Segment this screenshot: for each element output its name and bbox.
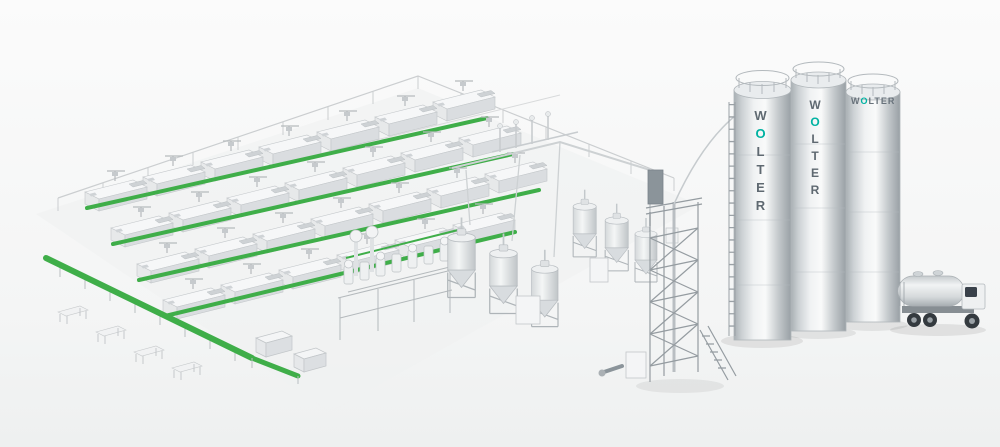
cyclone-dome (365, 225, 379, 239)
dosing-station (337, 225, 463, 340)
tower-posts (649, 202, 699, 382)
tanker-truck (890, 270, 986, 336)
conveyor-ramp (249, 355, 301, 379)
vessel-dome (344, 259, 353, 269)
silo-feed-pipe (673, 111, 741, 205)
brand-post: LTER (808, 132, 822, 200)
silo-body (845, 91, 901, 323)
conveyor-supports (59, 265, 236, 361)
granulator-front (265, 335, 293, 358)
silo-label-1: WOLTER (753, 108, 768, 216)
brand-post: LTER (753, 144, 768, 216)
cyclone-dome (349, 229, 363, 243)
filter-unit (513, 119, 519, 125)
material-vessels (343, 236, 450, 285)
row-conveyor (85, 116, 489, 210)
tower-stairs (699, 325, 737, 381)
tower-shadow (636, 379, 724, 393)
silo-seams (847, 151, 899, 273)
silo-label-3: WOLTER (851, 96, 895, 106)
granulator-front (303, 352, 327, 373)
material-vessel (359, 261, 370, 281)
silo-ladder (728, 102, 736, 336)
vessel-dome (376, 251, 385, 261)
silo-label-2: WOLTER (808, 98, 822, 200)
railing-posts (795, 69, 841, 84)
filter-unit (545, 111, 551, 117)
wheel-hub (969, 318, 975, 324)
brand-pre: W (753, 108, 768, 126)
base-cabinet (625, 351, 647, 379)
filter-platform (491, 116, 579, 153)
conveyor-belt (43, 255, 255, 361)
brand-pre: W (851, 96, 861, 106)
granulator (293, 347, 327, 373)
parts-bench (171, 361, 203, 381)
material-vessel (375, 257, 386, 277)
filter-unit (497, 123, 503, 129)
station-green-pipe (345, 229, 459, 259)
parts-bench (57, 305, 89, 325)
station-frame (337, 263, 463, 340)
ramp-legs (251, 358, 299, 384)
vessel-dome (408, 243, 417, 253)
pipe-risers (465, 141, 561, 258)
silo-body (790, 79, 847, 332)
material-vessel (343, 265, 354, 285)
brand-post: LTER (868, 96, 896, 106)
small-cabinet (665, 227, 679, 244)
brand-pre: W (808, 98, 822, 115)
brand-accent-letter: O (753, 126, 768, 144)
row-conveyor (111, 152, 515, 246)
vacuum-feeder (602, 364, 624, 374)
injection-molding-machine (432, 80, 496, 122)
machine-row-3 (136, 152, 548, 284)
tower-bracing (649, 227, 699, 367)
vessel-dome (440, 236, 449, 246)
silo-group (721, 61, 908, 348)
control-cabinet (589, 257, 609, 283)
row-conveyor (137, 188, 541, 282)
silo-seams (735, 154, 790, 286)
material-vessel (391, 253, 402, 273)
wheel-hub (927, 317, 933, 323)
wheel-hub (911, 317, 917, 323)
tower-beams (645, 197, 703, 367)
material-vessel (423, 245, 434, 265)
railing-posts (850, 81, 896, 96)
control-cabinet (515, 295, 541, 325)
truck-tank (897, 275, 965, 307)
material-vessel (407, 249, 418, 269)
brand-accent-letter: O (808, 115, 822, 132)
granulator (255, 330, 293, 358)
outfeed-conveyor (43, 255, 301, 384)
dark-cabinet (647, 169, 664, 205)
storage-silo-3 (845, 73, 901, 323)
machine-row-1 (84, 80, 496, 212)
column-stems (354, 238, 374, 276)
cab-window (965, 287, 977, 297)
railing-posts (738, 78, 787, 94)
machine-row-2 (110, 116, 522, 248)
parts-bench (95, 325, 127, 345)
feeder-motor (598, 369, 606, 377)
brand-accent-letter: O (860, 96, 869, 106)
storage-silo-2 (790, 61, 847, 332)
tank-ladder (899, 282, 905, 306)
filter-unit (529, 115, 535, 121)
silo-seams (792, 143, 845, 273)
support-tower (598, 111, 741, 393)
tank-hatch (912, 271, 924, 277)
drying-area (446, 111, 679, 328)
storage-silo-1 (728, 70, 792, 341)
parts-bench (133, 345, 165, 365)
tank-hatch (932, 270, 944, 276)
truck-chassis (902, 306, 974, 313)
